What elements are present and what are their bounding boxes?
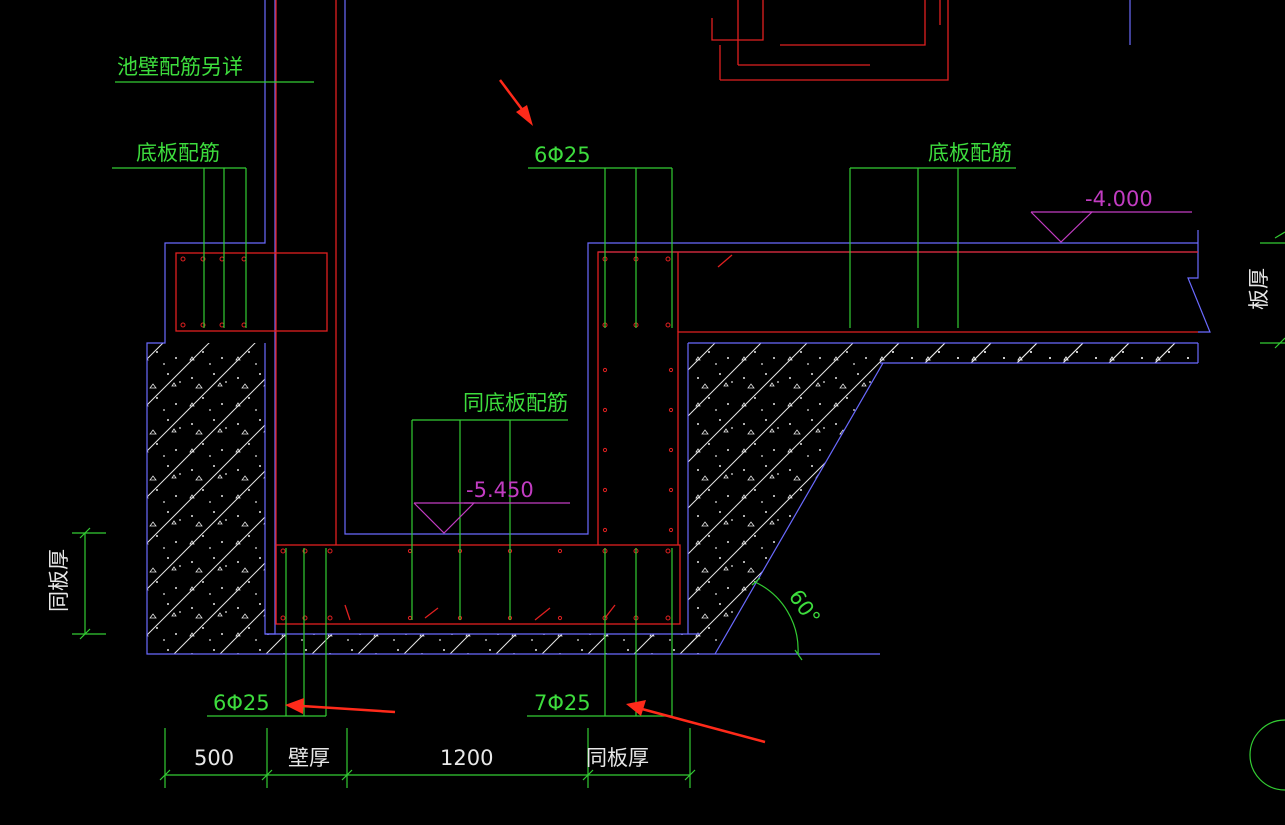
dimension-1200: 1200 bbox=[440, 746, 493, 770]
side-dimension-left: 同板厚 bbox=[47, 549, 71, 612]
rebar-dots bbox=[180, 256, 674, 621]
elevation-pit-bottom: -5.450 bbox=[466, 478, 534, 502]
arrow-bottom-left bbox=[285, 698, 396, 714]
elevation-marker-pit bbox=[413, 502, 476, 534]
elevation-slab-top: -4.000 bbox=[1085, 187, 1153, 211]
dimension-same-slab-thickness: 同板厚 bbox=[586, 746, 649, 770]
arrow-top bbox=[499, 79, 533, 126]
left-wall-inner bbox=[264, 0, 276, 635]
red-arrows bbox=[285, 79, 766, 744]
rebar-spec-bottom-left: 6Φ25 bbox=[213, 691, 270, 715]
slab-right-break bbox=[1187, 243, 1211, 333]
side-dimension-right: 板厚 bbox=[1247, 268, 1271, 310]
slope-line bbox=[714, 362, 884, 655]
pit-inner-outline bbox=[344, 0, 1198, 535]
rebar-spec-bottom-right: 7Φ25 bbox=[534, 691, 591, 715]
elevation-markers bbox=[413, 211, 1192, 534]
wall-rebar-note: 池壁配筋另详 bbox=[117, 55, 243, 79]
hatch-right-strip bbox=[880, 343, 1198, 363]
bottom-rebar-label-right: 底板配筋 bbox=[928, 141, 1012, 165]
dimension-500: 500 bbox=[194, 746, 234, 770]
rebar-spec-top: 6Φ25 bbox=[534, 143, 591, 167]
text-labels: 池壁配筋另详 底板配筋 6Φ25 底板配筋 同底板配筋 6Φ25 7Φ25 60… bbox=[47, 55, 1271, 770]
dimension-wall-thickness: 壁厚 bbox=[288, 746, 330, 770]
hatch-left-block bbox=[147, 343, 265, 654]
red-rebar-lines bbox=[175, 0, 1198, 625]
right-wall-cage bbox=[597, 251, 1198, 545]
arrow-bottom-right bbox=[626, 700, 766, 744]
hatch-bottom-strip bbox=[265, 634, 700, 654]
left-top-cage bbox=[175, 252, 328, 332]
angle-label: 60° bbox=[784, 585, 825, 629]
bottom-rebar-label-left: 底板配筋 bbox=[136, 141, 220, 165]
left-wall-outline bbox=[146, 0, 880, 655]
hatch-right-slope bbox=[688, 343, 1198, 654]
concrete-hatch-regions bbox=[147, 343, 1198, 654]
green-leaders bbox=[72, 81, 1285, 791]
same-slab-rebar-label: 同底板配筋 bbox=[463, 391, 568, 415]
elevation-marker-slab bbox=[1030, 211, 1094, 243]
bottom-cage bbox=[275, 544, 681, 625]
